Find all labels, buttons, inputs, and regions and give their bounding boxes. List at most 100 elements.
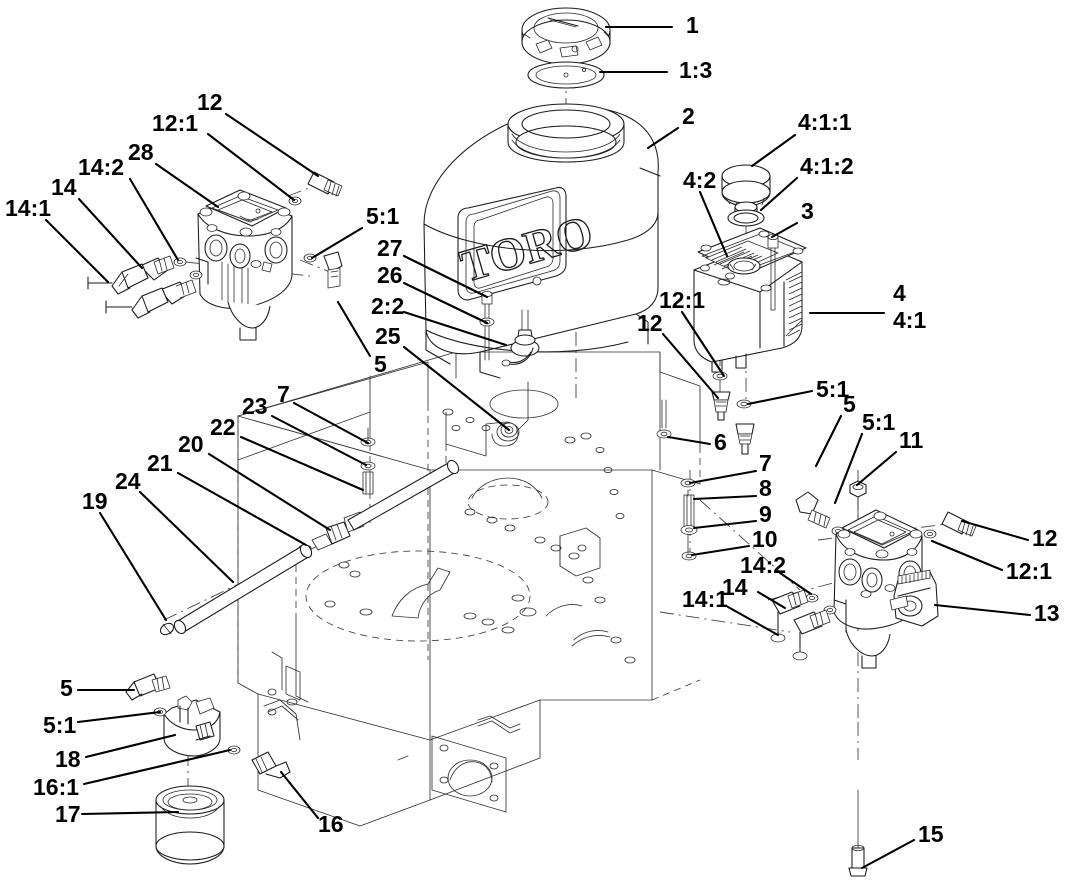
callout-leader-22 [239,435,365,492]
callout-label-4-1-2: 4:1:2 [800,153,854,179]
oil-filter-assembly [125,673,291,865]
callout-label-10: 10 [752,526,778,552]
callout-leader-7 [688,469,758,485]
callout-leader-19 [98,511,168,622]
chassis-frame [237,351,701,827]
callout-leader-14-1 [726,605,780,637]
right-pump-fitting-12 [923,511,977,539]
left-pump-elbow-5 [303,251,343,289]
callout-label-20: 20 [178,431,204,457]
callout-leader-12-1 [206,132,296,202]
callout-label-18: 18 [55,746,81,772]
callout-label-26: 26 [377,262,403,288]
callout-label-14-1: 14:1 [5,195,51,221]
callout-leader-5-1 [746,389,814,406]
hydraulic-reservoir [693,227,807,373]
callout-label-12: 12 [1032,525,1058,551]
callout-leader-12-1 [930,539,1004,572]
callout-label-27: 27 [377,235,403,261]
callout-leader-5-1 [833,432,864,505]
fuel-tank-cap [521,7,611,65]
callout-label-15: 15 [918,821,944,847]
callout-label-12-1: 12:1 [659,287,705,313]
callout-label-12-1: 12:1 [152,110,198,136]
callout-leader-10 [690,544,751,557]
right-hydraulic-pump [833,509,939,669]
callout-label-17: 17 [55,801,81,827]
callout-label-14-2: 14:2 [78,154,124,180]
callout-leader-28 [154,162,220,209]
callout-leader-6 [666,435,712,446]
callout-label-5: 5 [374,351,387,377]
cap-gasket [527,61,605,89]
callout-label-19: 19 [82,488,108,514]
callout-label-8: 8 [759,475,772,501]
callout-label-14-1: 14:1 [682,586,728,612]
callout-label-4: 4 [893,280,906,306]
callout-label-5-1: 5:1 [366,203,399,229]
callout-label-4-1: 4:1 [893,307,926,333]
callout-leader-18 [84,733,177,759]
callout-label-9: 9 [759,501,772,527]
callout-label-12: 12 [197,89,223,115]
callout-leader-2-2 [402,310,508,347]
callout-label-5-1: 5:1 [816,376,849,402]
callout-label-1: 1 [686,12,699,38]
fastener-column-7-23 [360,427,376,495]
callout-label-24: 24 [115,468,141,494]
callout-leader-7 [292,401,370,445]
callout-leader-14-1 [44,218,110,284]
callout-label-28: 28 [128,139,154,165]
callout-leader-12-1 [680,310,726,378]
callout-label-12: 12 [637,310,663,336]
callout-leader-3 [770,221,799,239]
callout-leader-8 [692,494,758,501]
callout-label-3: 3 [801,198,814,224]
callout-leader-13 [933,603,1032,617]
callout-leader-5 [336,300,372,358]
callout-label-4-2: 4:2 [683,167,716,193]
callout-leader-9 [692,519,758,530]
callout-label-25: 25 [375,323,401,349]
callout-label-6: 6 [714,429,727,455]
right-pump-hose-fittings [770,589,837,661]
callout-label-16-1: 16:1 [33,774,79,800]
reservoir-fitting-group [656,371,755,455]
callout-label-5-1: 5:1 [43,712,76,738]
callout-leader-25 [402,345,511,432]
callout-leader-23 [270,414,368,467]
callout-leader-24 [138,490,235,584]
callout-label-23: 23 [242,393,268,419]
left-hydraulic-pump [195,189,293,341]
callout-label-7: 7 [277,381,290,407]
callout-leader-16 [279,770,320,820]
callout-label-5: 5 [843,391,856,417]
callout-leader-14-2 [128,177,180,262]
callout-leader-16-1 [82,748,232,786]
callout-leader-27 [402,254,489,299]
callout-leader-5-1 [310,226,364,260]
bolt-15 [848,789,868,877]
callout-leader-12 [224,112,320,178]
reservoir-cap [721,164,771,215]
callout-label-11: 11 [899,427,924,453]
reservoir-bolt [767,233,779,311]
callout-label-5-1: 5:1 [862,409,895,435]
callout-leader-5-1 [76,710,162,724]
callout-leader-14-2 [778,571,813,596]
callout-label-14: 14 [722,574,748,600]
callout-label-16: 16 [318,811,344,837]
callout-leader-11 [855,450,898,487]
callout-leader-2 [646,126,680,150]
callout-leader-14 [77,197,144,270]
callout-label-5: 5 [60,675,73,701]
reservoir-o-ring [727,209,765,227]
left-pump-fitting-12 [288,171,343,206]
callout-label-13: 13 [1034,600,1060,626]
callout-leader-12 [661,332,720,400]
callout-leader-15 [860,838,916,870]
callout-label-14: 14 [51,174,77,200]
